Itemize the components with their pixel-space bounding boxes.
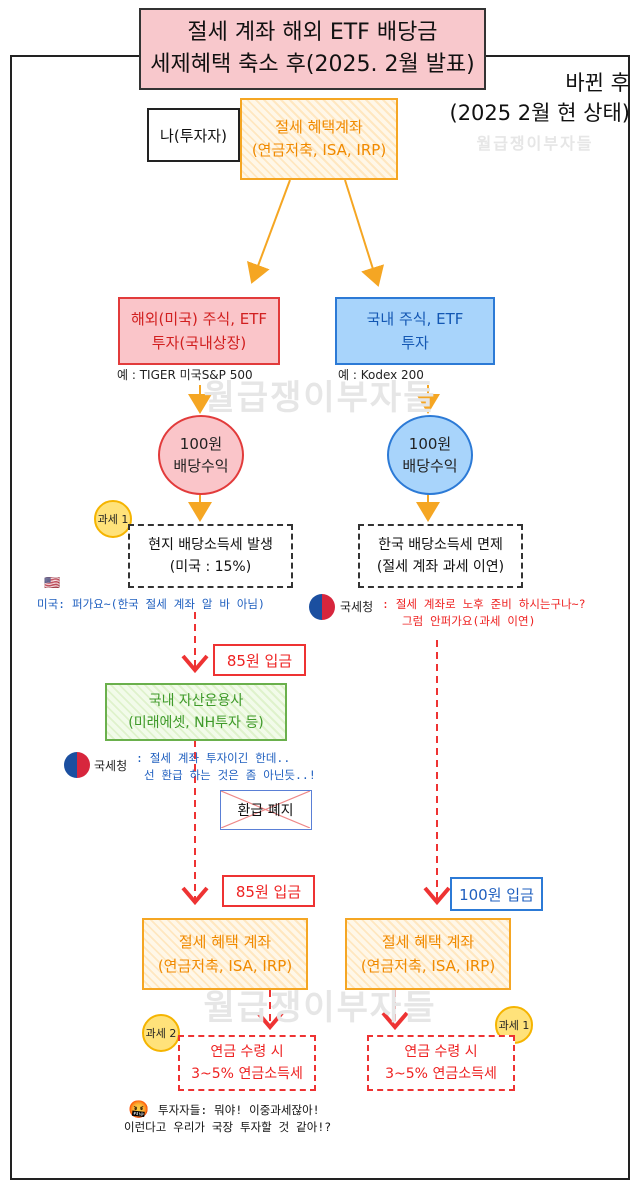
tax-badge-2-left: 과세 2 [142,1014,180,1052]
deposit-100-label: 100원 입금 [450,877,543,911]
watermark-bottom: 월급쟁이부자들 [203,988,437,1028]
title-line-2: 세제혜택 축소 후(2025. 2월 발표) [150,52,475,77]
left-tax-benefit-account-node: 절세 혜택 계좌 (연금저축, ISA, IRP) [142,918,308,990]
left-account-line-2: (연금저축, ISA, IRP) [157,957,293,975]
domestic-dividend-line-2: 배당수익 [402,457,458,475]
investor-comment: 투자자들: 뭐야! 이중과세잖아! 이런다고 우리가 국장 투자할 것 같아!? [124,1102,460,1136]
nts-comment-right-line-1: : 절세 계좌로 노후 준비 하시는구나~? [382,597,586,611]
nts-label-right: 국세청 [340,600,374,614]
deposit-85-label-1: 85원 입금 [213,644,306,676]
tax-benefit-account-node: 절세 혜택계좌 (연금저축, ISA, IRP) [240,98,398,180]
domestic-stock-node: 국내 주식, ETF 투자 [335,297,495,365]
tax-exempt-node: 한국 배당소득세 면제 (절세 계좌 과세 이연) [358,524,523,588]
overseas-example: 예 : TIGER 미국S&P 500 [117,368,253,382]
investor-node: 나(투자자) [147,108,240,162]
nts-comment-right-line-2: 그럼 안퍼가요(과세 이연) [402,614,536,628]
watermark-middle: 월급쟁이부자들 [203,378,437,418]
nts-comment-left-line-1: : 절세 계좌 투자이긴 한데.. [136,751,291,765]
overseas-dividend-line-2: 배당수익 [173,457,229,475]
foreign-withholding-tax-node: 현지 배당소득세 발생 (미국 : 15%) [128,524,293,588]
domestic-example: 예 : Kodex 200 [338,368,424,382]
arrow-account-to-right [344,179,385,287]
deposit-85-label-2: 85원 입금 [222,875,315,907]
exempt-line-1: 한국 배당소득세 면제 [378,537,503,553]
withholding-line-1: 현지 배당소득세 발생 [148,537,273,553]
investor-label: 나(투자자) [160,126,227,145]
nts-emblem-icon [64,752,90,778]
left-pension-line-2: 3~5% 연금소득세 [191,1066,303,1082]
right-pension-tax-node: 연금 수령 시 3~5% 연금소득세 [367,1035,515,1091]
overseas-stock-node: 해외(미국) 주식, ETF 투자(국내상장) [118,297,280,365]
investor-comment-line-2: 이런다고 우리가 국장 투자할 것 같아!? [124,1120,332,1134]
domestic-stock-line-1: 국내 주식, ETF [366,310,464,328]
cross-out-icon [221,791,310,828]
overseas-stock-line-1: 해외(미국) 주식, ETF [130,310,268,328]
overseas-dividend-line-1: 100원 [179,435,223,453]
nts-comment-right: : 절세 계좌로 노후 준비 하시는구나~? 그럼 안퍼가요(과세 이연) [382,596,632,630]
diagram-title: 절세 계좌 해외 ETF 배당금 세제혜택 축소 후(2025. 2월 발표) [139,8,486,90]
nts-label-left: 국세청 [94,759,128,773]
nts-emblem-icon [309,594,335,620]
right-account-line-1: 절세 혜택 계좌 [381,933,475,951]
us-flag-icon: 🇺🇸 [44,576,61,591]
domestic-stock-line-2: 투자 [401,334,429,352]
nts-comment-left: : 절세 계좌 투자이긴 한데.. 선 환급 하는 것은 좀 아닌듯..! [136,750,376,784]
tax-badge-1-left: 과세 1 [94,500,132,538]
asset-manager-line-2: (미래에셋, NH투자 등) [128,715,264,731]
nts-comment-left-line-2: 선 환급 하는 것은 좀 아닌듯..! [144,768,316,782]
status-label: 바뀐 후 (2025 2월 현 상태) [440,68,631,128]
investor-comment-line-1: 투자자들: 뭐야! 이중과세잖아! [158,1103,320,1117]
status-line-2: (2025 2월 현 상태) [449,101,631,125]
right-tax-benefit-account-node: 절세 혜택 계좌 (연금저축, ISA, IRP) [345,918,511,990]
left-account-line-1: 절세 혜택 계좌 [178,933,272,951]
watermark-top: 월급쟁이부자들 [476,134,594,153]
domestic-dividend-node: 100원 배당수익 [387,415,473,495]
refund-abolished-node: 환급 폐지 [220,790,312,830]
right-pension-line-1: 연금 수령 시 [404,1044,478,1060]
exempt-line-2: (절세 계좌 과세 이연) [376,559,505,575]
right-account-line-2: (연금저축, ISA, IRP) [360,957,496,975]
right-pension-line-2: 3~5% 연금소득세 [385,1066,497,1082]
angry-emoji-icon: 🤬 [128,1100,150,1120]
asset-manager-line-1: 국내 자산운용사 [148,693,244,709]
account-top-line-1: 절세 혜택계좌 [275,118,363,136]
overseas-dividend-node: 100원 배당수익 [158,415,244,495]
overseas-stock-line-2: 투자(국내상장) [151,334,247,352]
domestic-dividend-line-1: 100원 [408,435,452,453]
us-comment: 미국: 퍼가요~(한국 절세 계좌 알 바 아님) [37,597,265,611]
account-top-line-2: (연금저축, ISA, IRP) [251,141,387,159]
title-line-1: 절세 계좌 해외 ETF 배당금 [187,20,438,45]
status-line-1: 바뀐 후 [565,71,630,95]
asset-manager-node: 국내 자산운용사 (미래에셋, NH투자 등) [105,683,287,741]
left-pension-line-1: 연금 수령 시 [210,1044,284,1060]
arrow-account-to-left [247,179,291,284]
withholding-line-2: (미국 : 15%) [169,559,252,575]
left-pension-tax-node: 연금 수령 시 3~5% 연금소득세 [178,1035,316,1091]
refund-abolished-label: 환급 폐지 [237,803,294,819]
